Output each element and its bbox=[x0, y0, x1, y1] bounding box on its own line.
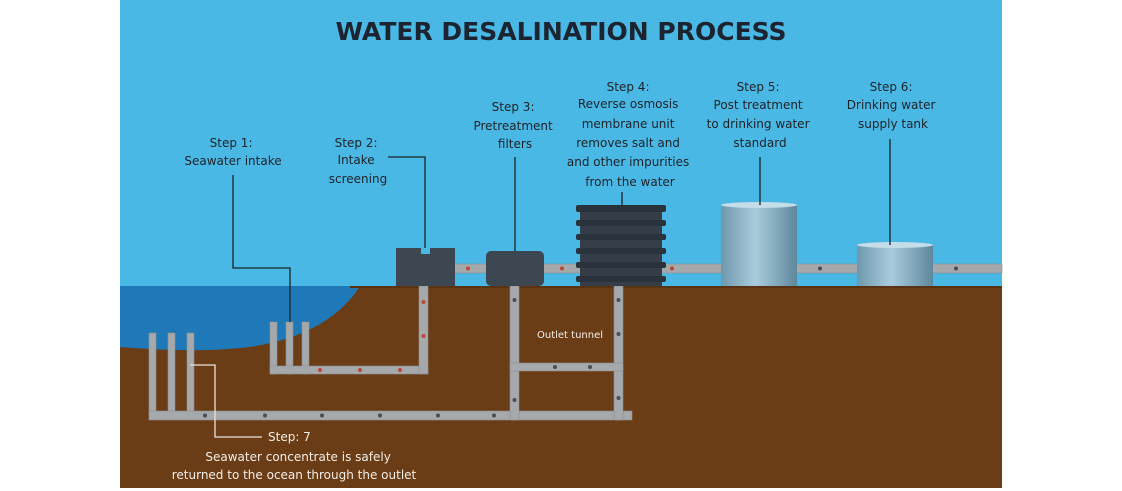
step-7-label: Step: 7 Seawater concentrate is safely r… bbox=[172, 430, 417, 482]
outlet-tunnel-label: Outlet tunnel bbox=[537, 330, 603, 341]
intake-screening-building bbox=[396, 248, 455, 286]
post-treatment-tank bbox=[721, 202, 797, 286]
surface-pipe-dots bbox=[466, 266, 958, 271]
sky-background bbox=[120, 0, 1002, 288]
step-1-label: Step 1: Seawater intake bbox=[184, 136, 281, 168]
step-6-label: Step 6: Drinking water supply tank bbox=[847, 80, 939, 131]
pretreatment-filter bbox=[486, 251, 544, 286]
step-2-label: Step 2: Intake screening bbox=[329, 136, 387, 186]
step-2-leader bbox=[388, 156, 426, 248]
outlet-pipes bbox=[148, 285, 633, 421]
step-3-label: Step 3: Pretreatment filters bbox=[473, 100, 556, 151]
drinking-water-supply-tank bbox=[857, 242, 933, 286]
step-4-label: Step 4: Reverse osmosis membrane unit re… bbox=[567, 80, 693, 189]
reverse-osmosis-unit bbox=[576, 205, 666, 286]
step-5-label: Step 5: Post treatment to drinking water… bbox=[707, 80, 814, 150]
ocean bbox=[120, 286, 360, 351]
step-1-leader bbox=[232, 175, 291, 322]
diagram-title: WATER DESALINATION PROCESS bbox=[335, 17, 786, 46]
step-7-leader bbox=[190, 364, 262, 438]
